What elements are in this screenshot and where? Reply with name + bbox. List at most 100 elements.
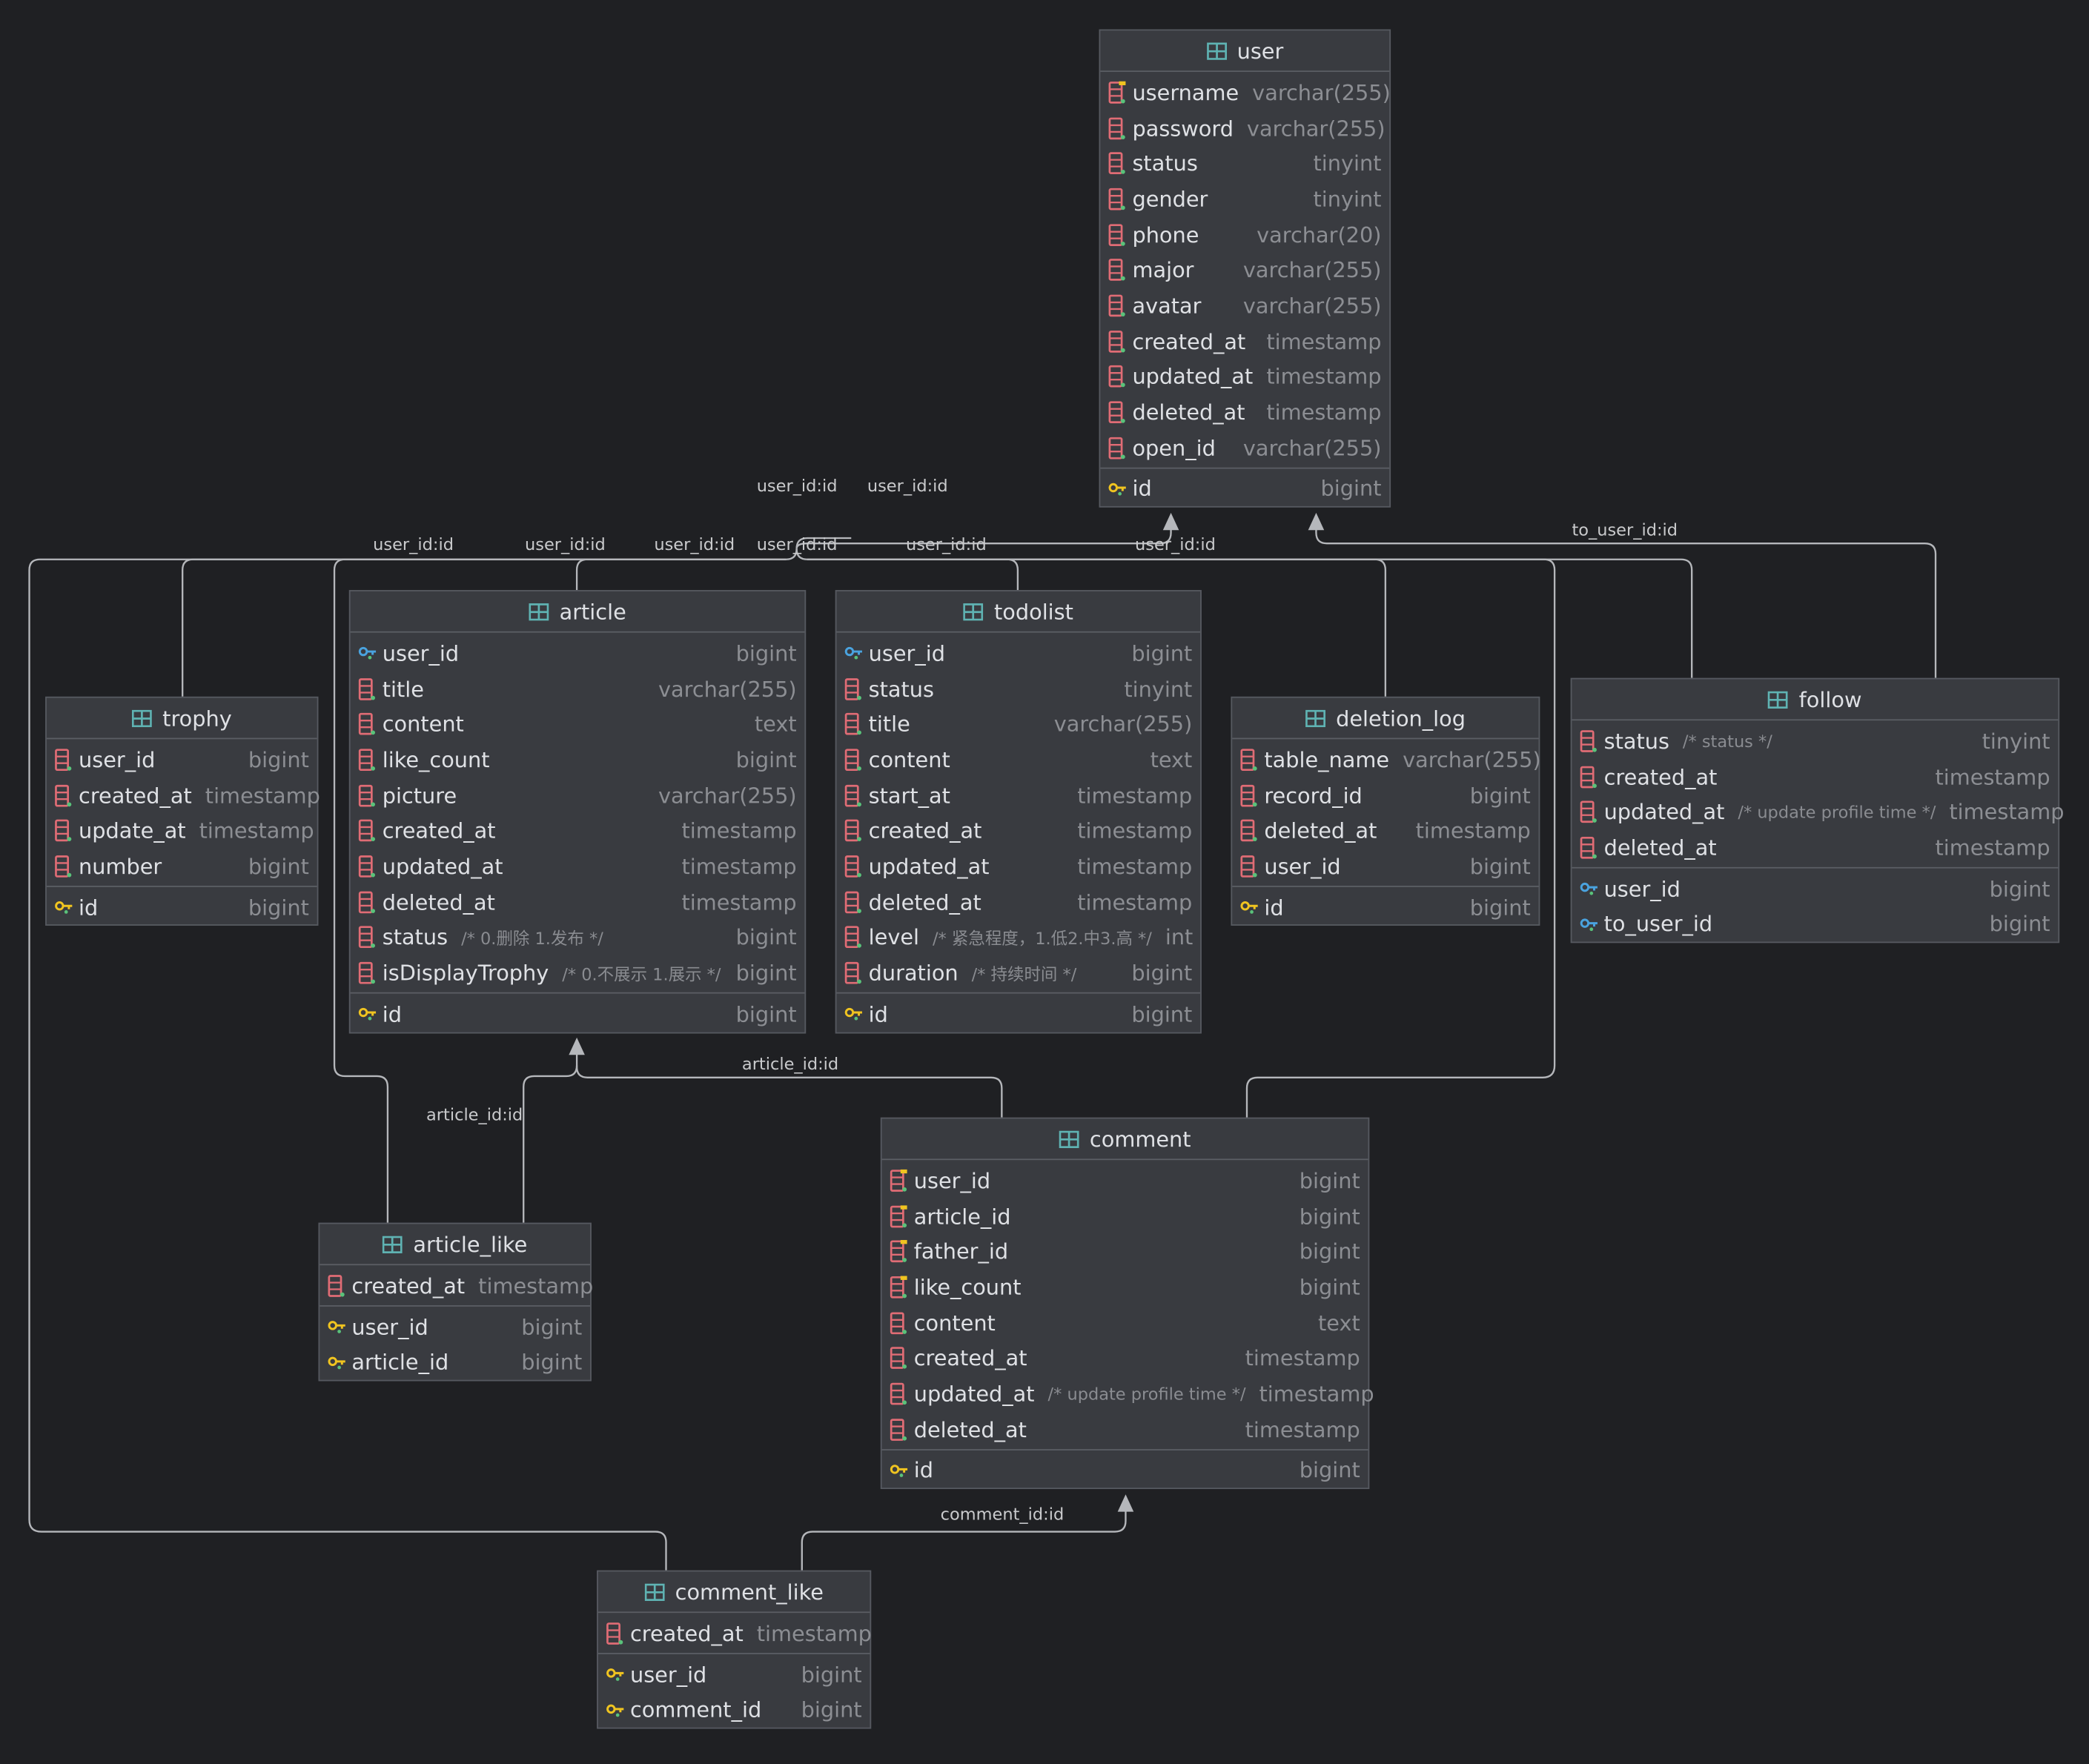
table-header[interactable]: trophy: [46, 698, 317, 740]
column-icon: [358, 961, 377, 985]
indexed-column-icon: [890, 1275, 908, 1299]
table-header[interactable]: deletion_log: [1232, 698, 1539, 740]
key-separator: [320, 1304, 591, 1307]
table-header[interactable]: user: [1100, 30, 1390, 73]
key-separator: [1232, 885, 1539, 887]
column-row[interactable]: status/* 0.删除 1.发布 */bigint: [351, 920, 805, 955]
column-row[interactable]: level/* 紧急程度，1.低2.中3.高 */int: [837, 920, 1201, 955]
edge-label: comment_id:id: [940, 1503, 1065, 1524]
column-name: comment_id: [629, 1697, 762, 1722]
column-row[interactable]: isDisplayTrophy/* 0.不展示 1.展示 */bigint: [351, 955, 805, 991]
column-type: bigint: [1131, 960, 1193, 986]
table-header[interactable]: article_like: [320, 1224, 591, 1266]
table-header[interactable]: todolist: [836, 591, 1201, 633]
column-icon: [844, 819, 863, 843]
table-header[interactable]: follow: [1572, 679, 2059, 721]
column-name: avatar: [1132, 293, 1202, 319]
column-type: timestamp: [1949, 799, 2065, 825]
edge-label: user_id:id: [867, 475, 948, 496]
column-row[interactable]: status/* status */tinyint: [1572, 723, 2058, 759]
table-header[interactable]: comment: [881, 1118, 1368, 1161]
column-name: user_id: [629, 1661, 707, 1687]
column-type: timestamp: [681, 818, 797, 844]
table-header[interactable]: article: [350, 591, 805, 633]
column-row[interactable]: updated_at/* update profile time */times…: [1572, 795, 2064, 830]
column-row[interactable]: updated_at/* update profile time */times…: [882, 1376, 1374, 1412]
column-row[interactable]: duration/* 持续时间 */bigint: [837, 955, 1201, 991]
column-icon: [844, 926, 863, 949]
column-icon: [1108, 294, 1127, 317]
table-header[interactable]: comment_like: [597, 1571, 870, 1614]
column-name: password: [1132, 115, 1234, 141]
